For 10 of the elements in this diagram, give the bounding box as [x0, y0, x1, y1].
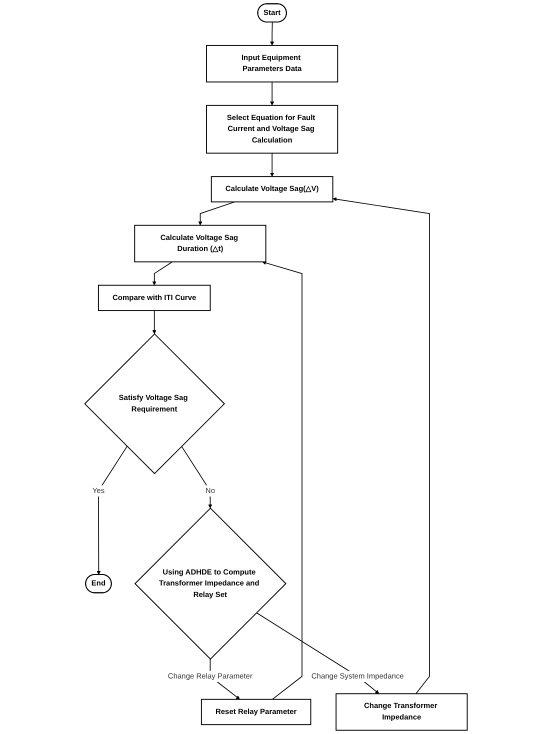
arrow: [332, 197, 430, 694]
arrow: [198, 201, 236, 226]
arrow: [152, 310, 156, 334]
arrow: [270, 152, 274, 177]
arrow: [262, 260, 302, 700]
arrow: [181, 446, 212, 508]
arrow: [270, 22, 274, 46]
arrow: [152, 261, 173, 286]
arrow: [270, 82, 274, 106]
arrow: [96, 446, 128, 575]
